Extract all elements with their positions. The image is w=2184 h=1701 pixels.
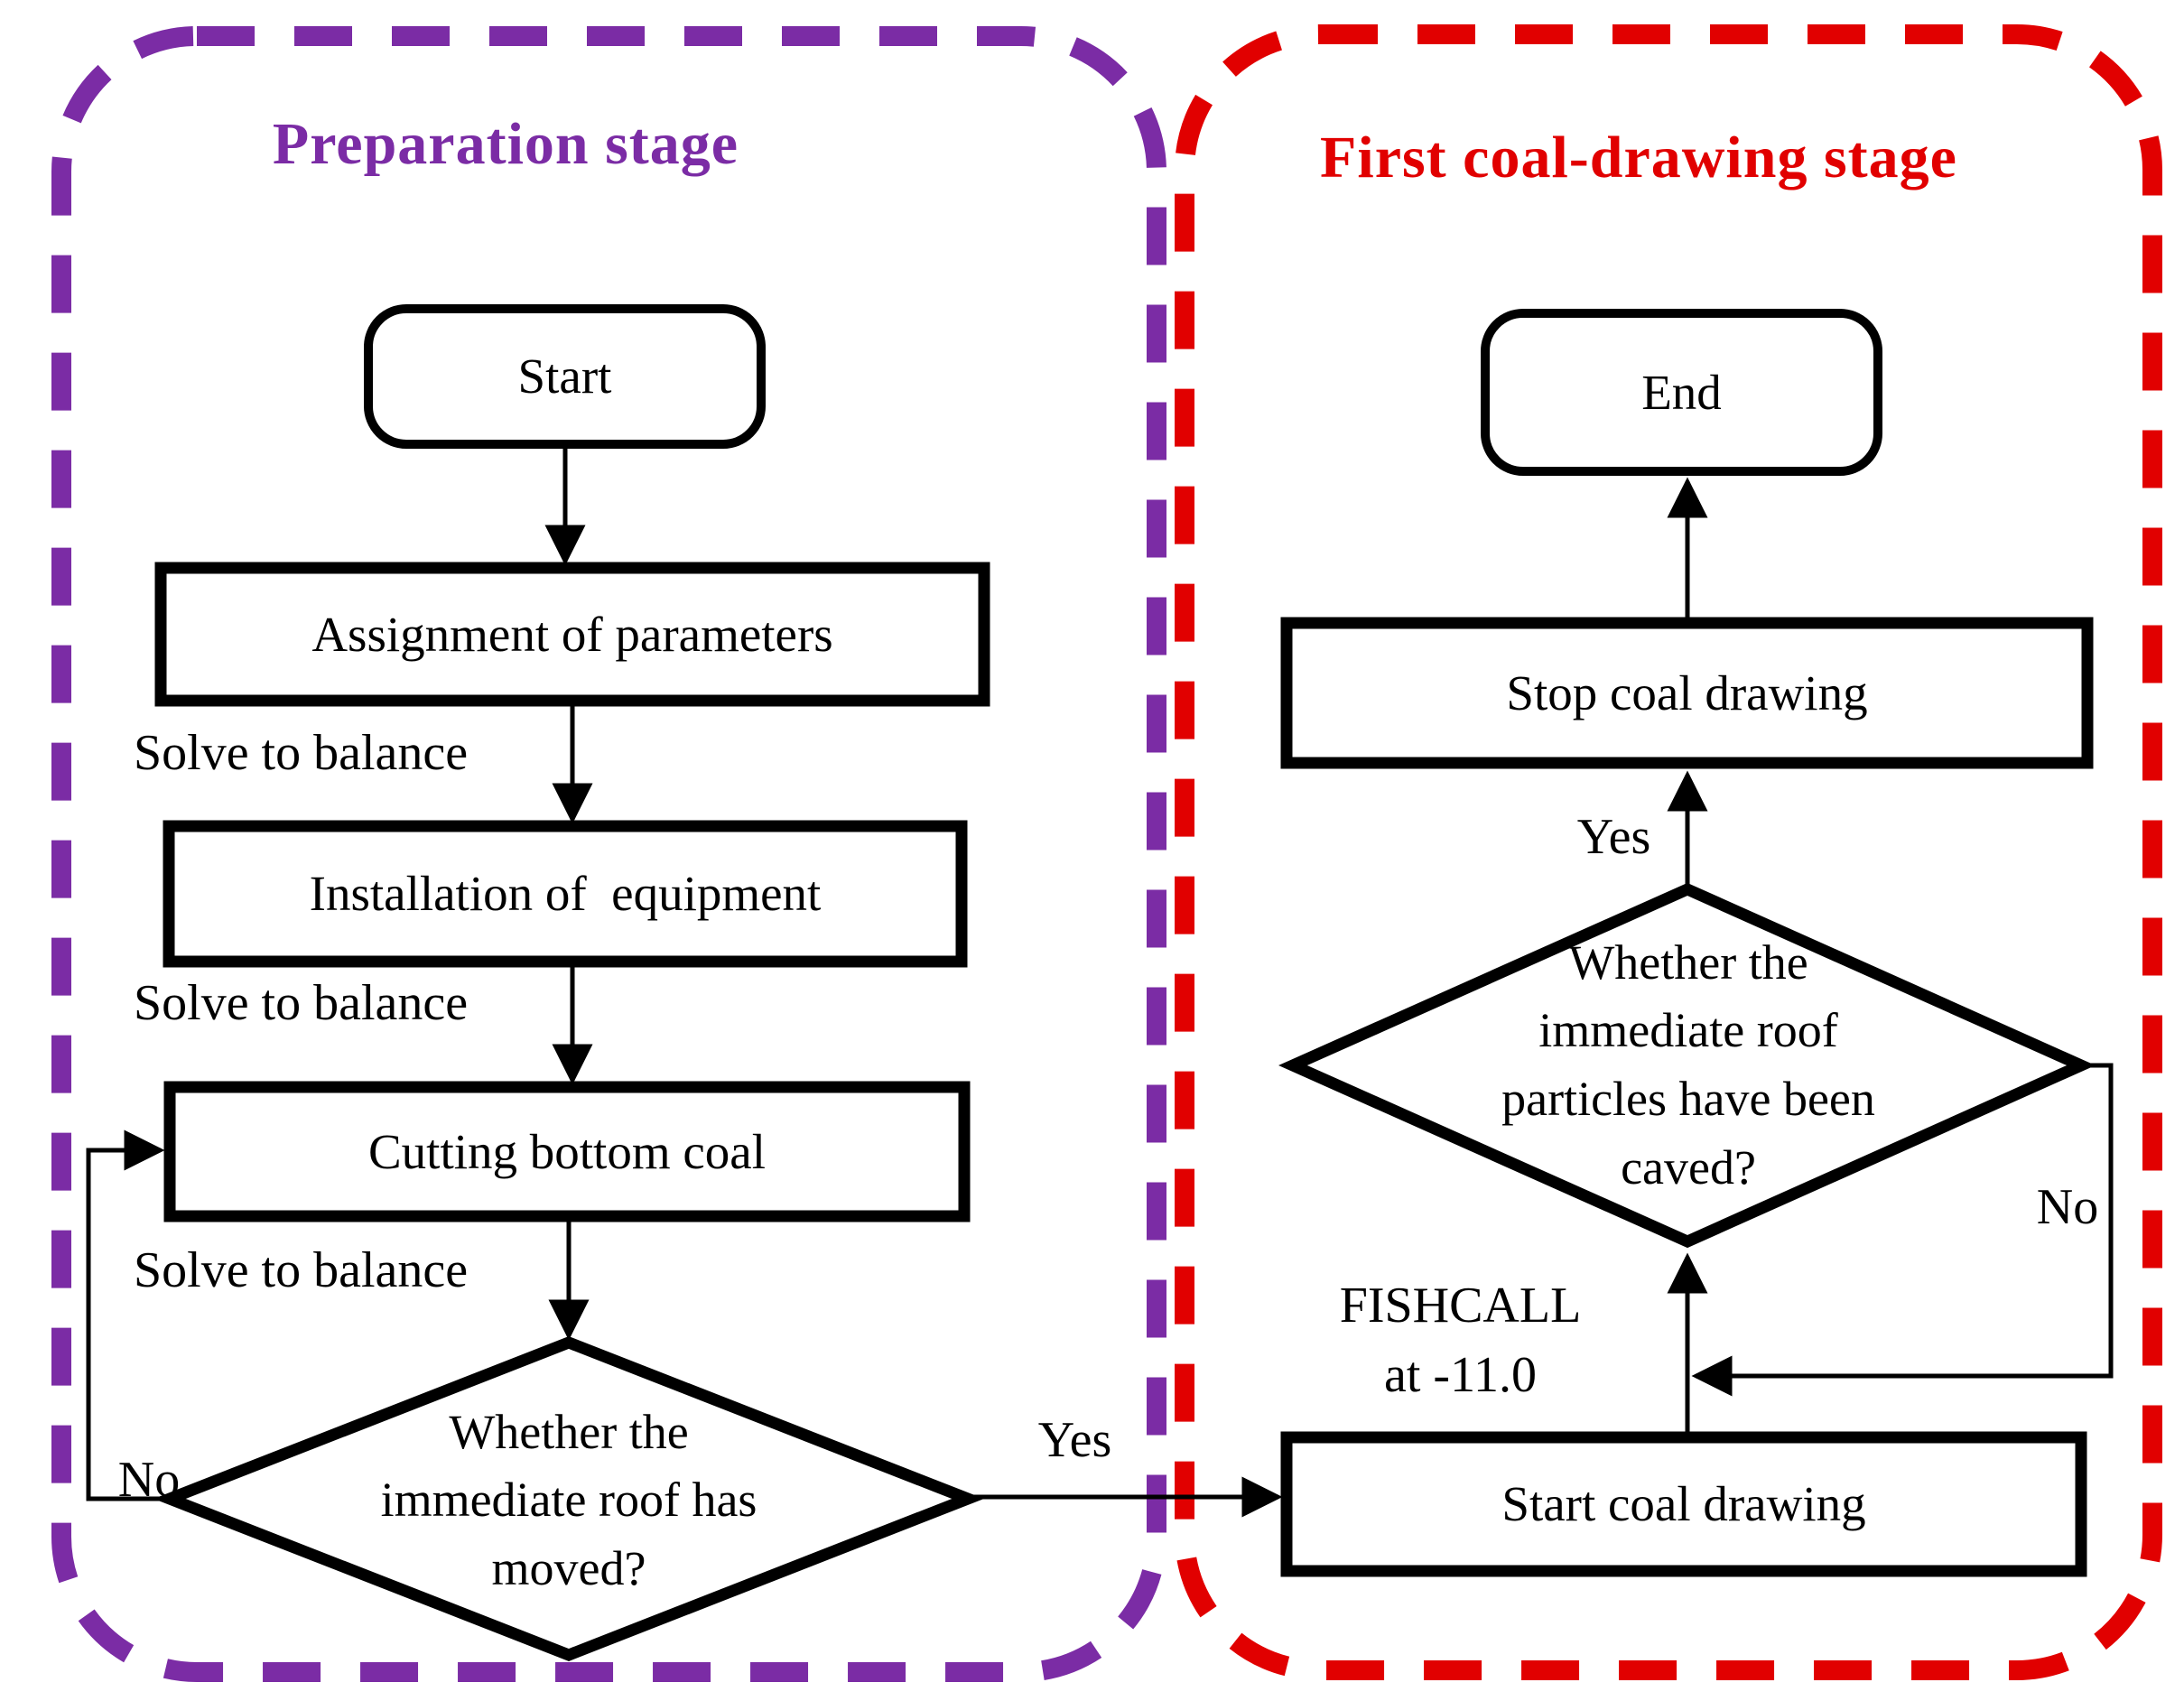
cutting-node-shape: [163, 1081, 971, 1222]
solve-to-balance-label-3: Solve to balance: [134, 1242, 469, 1299]
first-coal-drawing-stage-title: First coal-drawing stage: [1320, 125, 1957, 191]
roof-moved-decision-shape: [153, 1336, 984, 1661]
assignment-node-shape: [154, 562, 990, 707]
no-label-left: No: [117, 1452, 181, 1509]
caved-decision-shape: [1278, 882, 2096, 1249]
preparation-stage-title: Preparation stage: [272, 111, 739, 178]
stop-coal-drawing-node-label: Stop coal drawing: [1506, 665, 1868, 720]
no-label-right: No: [2036, 1179, 2099, 1236]
installation-node-label: Installation of equipment: [309, 866, 822, 922]
first-coal-drawing-stage-panel: [1175, 24, 2162, 1680]
end-node-shape: [1481, 309, 1882, 476]
preparation-stage-panel: [51, 26, 1166, 1682]
start-node-label: Start: [517, 349, 612, 404]
edge-no-loop-to-cutting: [86, 1129, 170, 1501]
installation-node-shape: [163, 820, 968, 968]
fishcall-label: FISHCALL at -11.0: [1339, 1277, 1582, 1403]
start-node-shape: [364, 304, 766, 449]
stop-coal-drawing-node-shape: [1280, 617, 2094, 769]
cutting-node-label: Cutting bottom coal: [368, 1123, 766, 1179]
solve-to-balance-label-1: Solve to balance: [134, 725, 469, 782]
roof-moved-decision-label: Whether the immediate roof has moved?: [380, 1404, 757, 1595]
edge-no-loop-right: [1691, 1063, 2114, 1397]
assignment-node-label: Assignment of parameters: [311, 606, 833, 662]
end-node-label: End: [1641, 364, 1722, 420]
yes-label-right: Yes: [1576, 809, 1651, 866]
caved-decision-label: Whether the immediate roof particles hav…: [1501, 934, 1875, 1194]
yes-label-left: Yes: [1037, 1412, 1112, 1469]
start-coal-drawing-node-label: Start coal drawing: [1501, 1476, 1866, 1532]
start-coal-drawing-node-shape: [1280, 1431, 2087, 1577]
solve-to-balance-label-2: Solve to balance: [134, 975, 469, 1032]
